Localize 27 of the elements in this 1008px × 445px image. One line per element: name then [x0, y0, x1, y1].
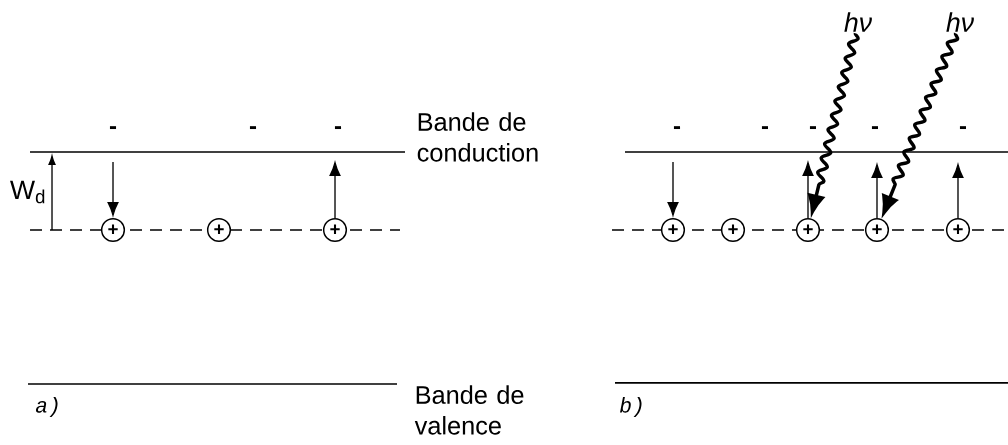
- charge-sign: -: [249, 126, 257, 130]
- donor-ion: +: [720, 217, 746, 243]
- donor-ion: +: [100, 217, 126, 243]
- transition-arrow: [871, 164, 883, 219]
- donor-ion: +: [864, 217, 890, 243]
- charge-sign: -: [334, 126, 342, 130]
- band-label: Bande de valence: [414, 385, 524, 435]
- charge-sign: -: [871, 126, 879, 130]
- donor-ion: +: [945, 217, 971, 243]
- charge-sign: -: [959, 126, 967, 130]
- donor-ion: +: [660, 217, 686, 243]
- charge-sign: -: [673, 126, 681, 130]
- donor-ion: +: [795, 217, 821, 243]
- panel-tag: a): [35, 397, 58, 417]
- transition-arrow: [107, 161, 119, 216]
- transition-arrow: [329, 162, 341, 219]
- charge-sign: -: [109, 126, 117, 130]
- photon-label: hν: [946, 12, 974, 32]
- band-label: Bande de conduction: [417, 112, 538, 162]
- donor-ion: +: [206, 217, 232, 243]
- energy-label: W$_{d}$: [10, 180, 45, 204]
- panel-tag: b): [619, 397, 642, 417]
- transition-arrow: [667, 161, 679, 216]
- charge-sign: -: [761, 126, 769, 130]
- photon-label: hν: [844, 12, 872, 32]
- transition-arrow: [952, 164, 964, 219]
- donor-ion: +: [322, 217, 348, 243]
